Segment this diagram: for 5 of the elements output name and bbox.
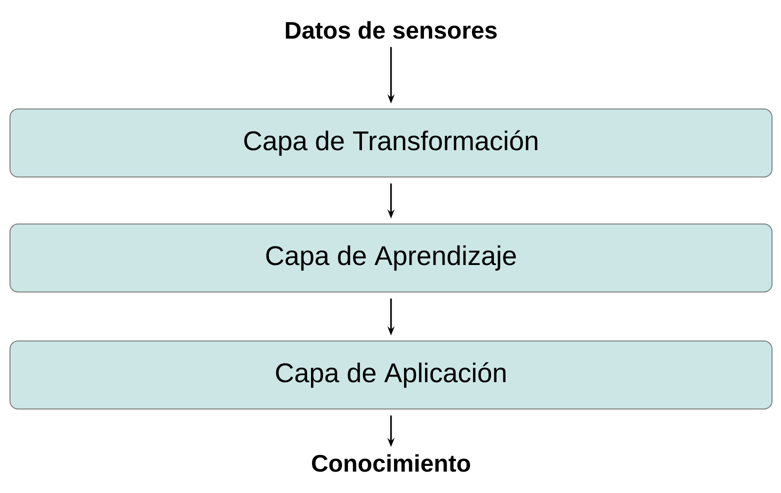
layer-box: Capa de Transformación [10,108,772,178]
terminal-label: Conocimiento [312,454,470,472]
layer-box: Capa de Aplicación [10,340,772,410]
terminal-label: Datos de sensores [286,21,497,39]
layer-box: Capa de Aprendizaje [10,224,772,292]
